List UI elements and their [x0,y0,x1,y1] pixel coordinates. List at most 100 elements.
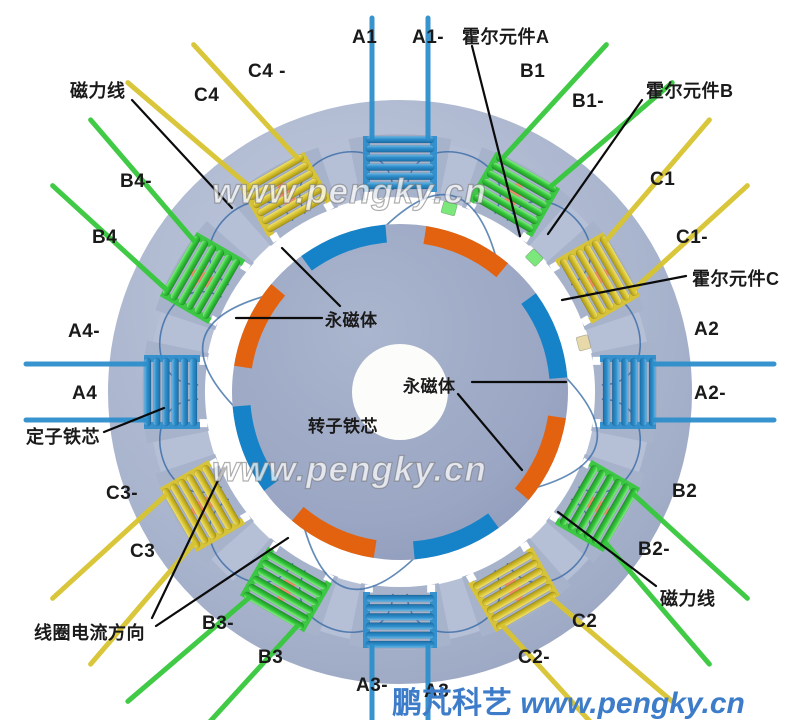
annotation-rotor-core: 转子铁芯 [308,417,378,436]
coil-turn [491,583,552,622]
coil-turn [491,162,552,201]
coil-lead-wire [548,80,675,189]
coil-turn [266,551,327,590]
coil-turn [648,357,657,427]
coil-turn [202,465,241,526]
slot-wedge [199,419,208,428]
coil-turn [559,465,598,526]
stator-coils [23,15,777,720]
coil-turn [599,235,638,296]
coil-lead-wire [125,80,252,189]
coil-side-bar [363,136,370,192]
terminal-label-A2: A2 [694,319,720,340]
coil-turn [170,483,209,544]
leader-flux-bottom-right [556,510,658,588]
hall-sensor-chip [575,334,592,352]
coil-turn [477,186,539,225]
rotor-core [232,224,568,560]
coil-turn [365,163,435,171]
coil-turn [611,357,620,427]
hall-sensors [440,200,592,352]
flux-line-gap [379,193,499,263]
coil-turn [591,483,630,544]
stator-coil-C1 [554,117,750,325]
terminal-label-B4m: B4- [120,171,153,192]
coil-side-bar [193,517,246,553]
stator-coil-B4 [50,117,246,325]
coil-turn [365,603,435,612]
coil-turn [575,249,614,310]
coil-turn [252,575,314,614]
stator-coil-C2 [467,546,675,720]
coil-turn [473,551,534,590]
coil-turn [365,622,435,630]
coil-turn [599,488,638,549]
coil-turn [583,478,622,540]
terminal-label-C1m: C1- [676,227,709,248]
coil-turn [189,357,198,427]
terminal-label-B1m: B1- [572,91,605,112]
leader-stator-core [102,406,166,434]
terminal-label-A3: A3 [424,681,450,702]
coil-turn [630,357,638,427]
slot-wedge [427,584,436,593]
terminal-label-C4: C4 [194,85,220,106]
rotor-shaft-hole [352,344,448,440]
coil-turn [365,594,435,603]
stator-coil-C3 [50,459,246,667]
coil-turn [567,253,606,315]
annotation-hall-sensor-a: 霍尔元件A [462,27,550,47]
terminal-label-B1: B1 [520,61,546,82]
coil-side-bar [554,231,607,267]
leader-current-a [150,466,226,620]
coil-lead-wire [125,595,252,704]
leader-pm-left2 [280,246,342,308]
permanent-magnet-S [232,405,279,491]
coil-turn [143,357,152,427]
coil-turn [559,258,598,319]
terminal-label-C4m: C4 - [248,61,286,82]
coil-side-bar [239,546,275,599]
coil-turn [261,559,323,598]
coil-turn [180,357,189,427]
footer-brand: 鹏芃科艺 [392,686,512,721]
leader-lines [102,44,688,628]
coil-turn [178,478,217,540]
coil-turn [194,469,233,531]
terminal-label-C3: C3 [130,541,156,562]
stator-coil-A3 [363,592,437,720]
coil-turn [252,170,314,209]
coil-lead-wire [548,595,675,704]
permanent-magnet-S [301,224,387,271]
slot-wedge [427,191,436,200]
footer-site: www.pengky.cn [520,687,745,720]
coil-turn [170,240,209,301]
stator-coil-B3 [125,546,333,720]
coil-lead-wire [631,492,750,601]
coil-turn [365,154,435,162]
coil-side-bar [525,546,561,599]
terminal-label-B2m: B2- [638,539,671,560]
coil-turn [162,235,201,296]
coil-turn [496,154,557,193]
coil-turn [257,567,318,606]
coil-turn [477,559,539,598]
terminal-label-B4: B4 [92,227,118,248]
coil-turn [178,244,217,306]
coil-turn [257,178,318,217]
coil-lead-wire [50,492,169,601]
coil-lead-wire [88,117,197,244]
permanent-magnets [232,224,568,560]
permanent-magnet-N [292,506,377,558]
coil-side-bar [430,136,437,192]
slot-wedge [364,191,373,200]
coil-lead-wire [500,42,609,161]
coil-turn [261,186,323,225]
stator-coil-B2 [554,459,750,667]
terminal-label-A1m: A1- [412,27,445,48]
coil-turn [186,249,225,310]
terminal-label-C3m: C3- [106,483,139,504]
leader-flux-top-left [130,98,234,210]
stator-coil-A1 [363,15,437,192]
